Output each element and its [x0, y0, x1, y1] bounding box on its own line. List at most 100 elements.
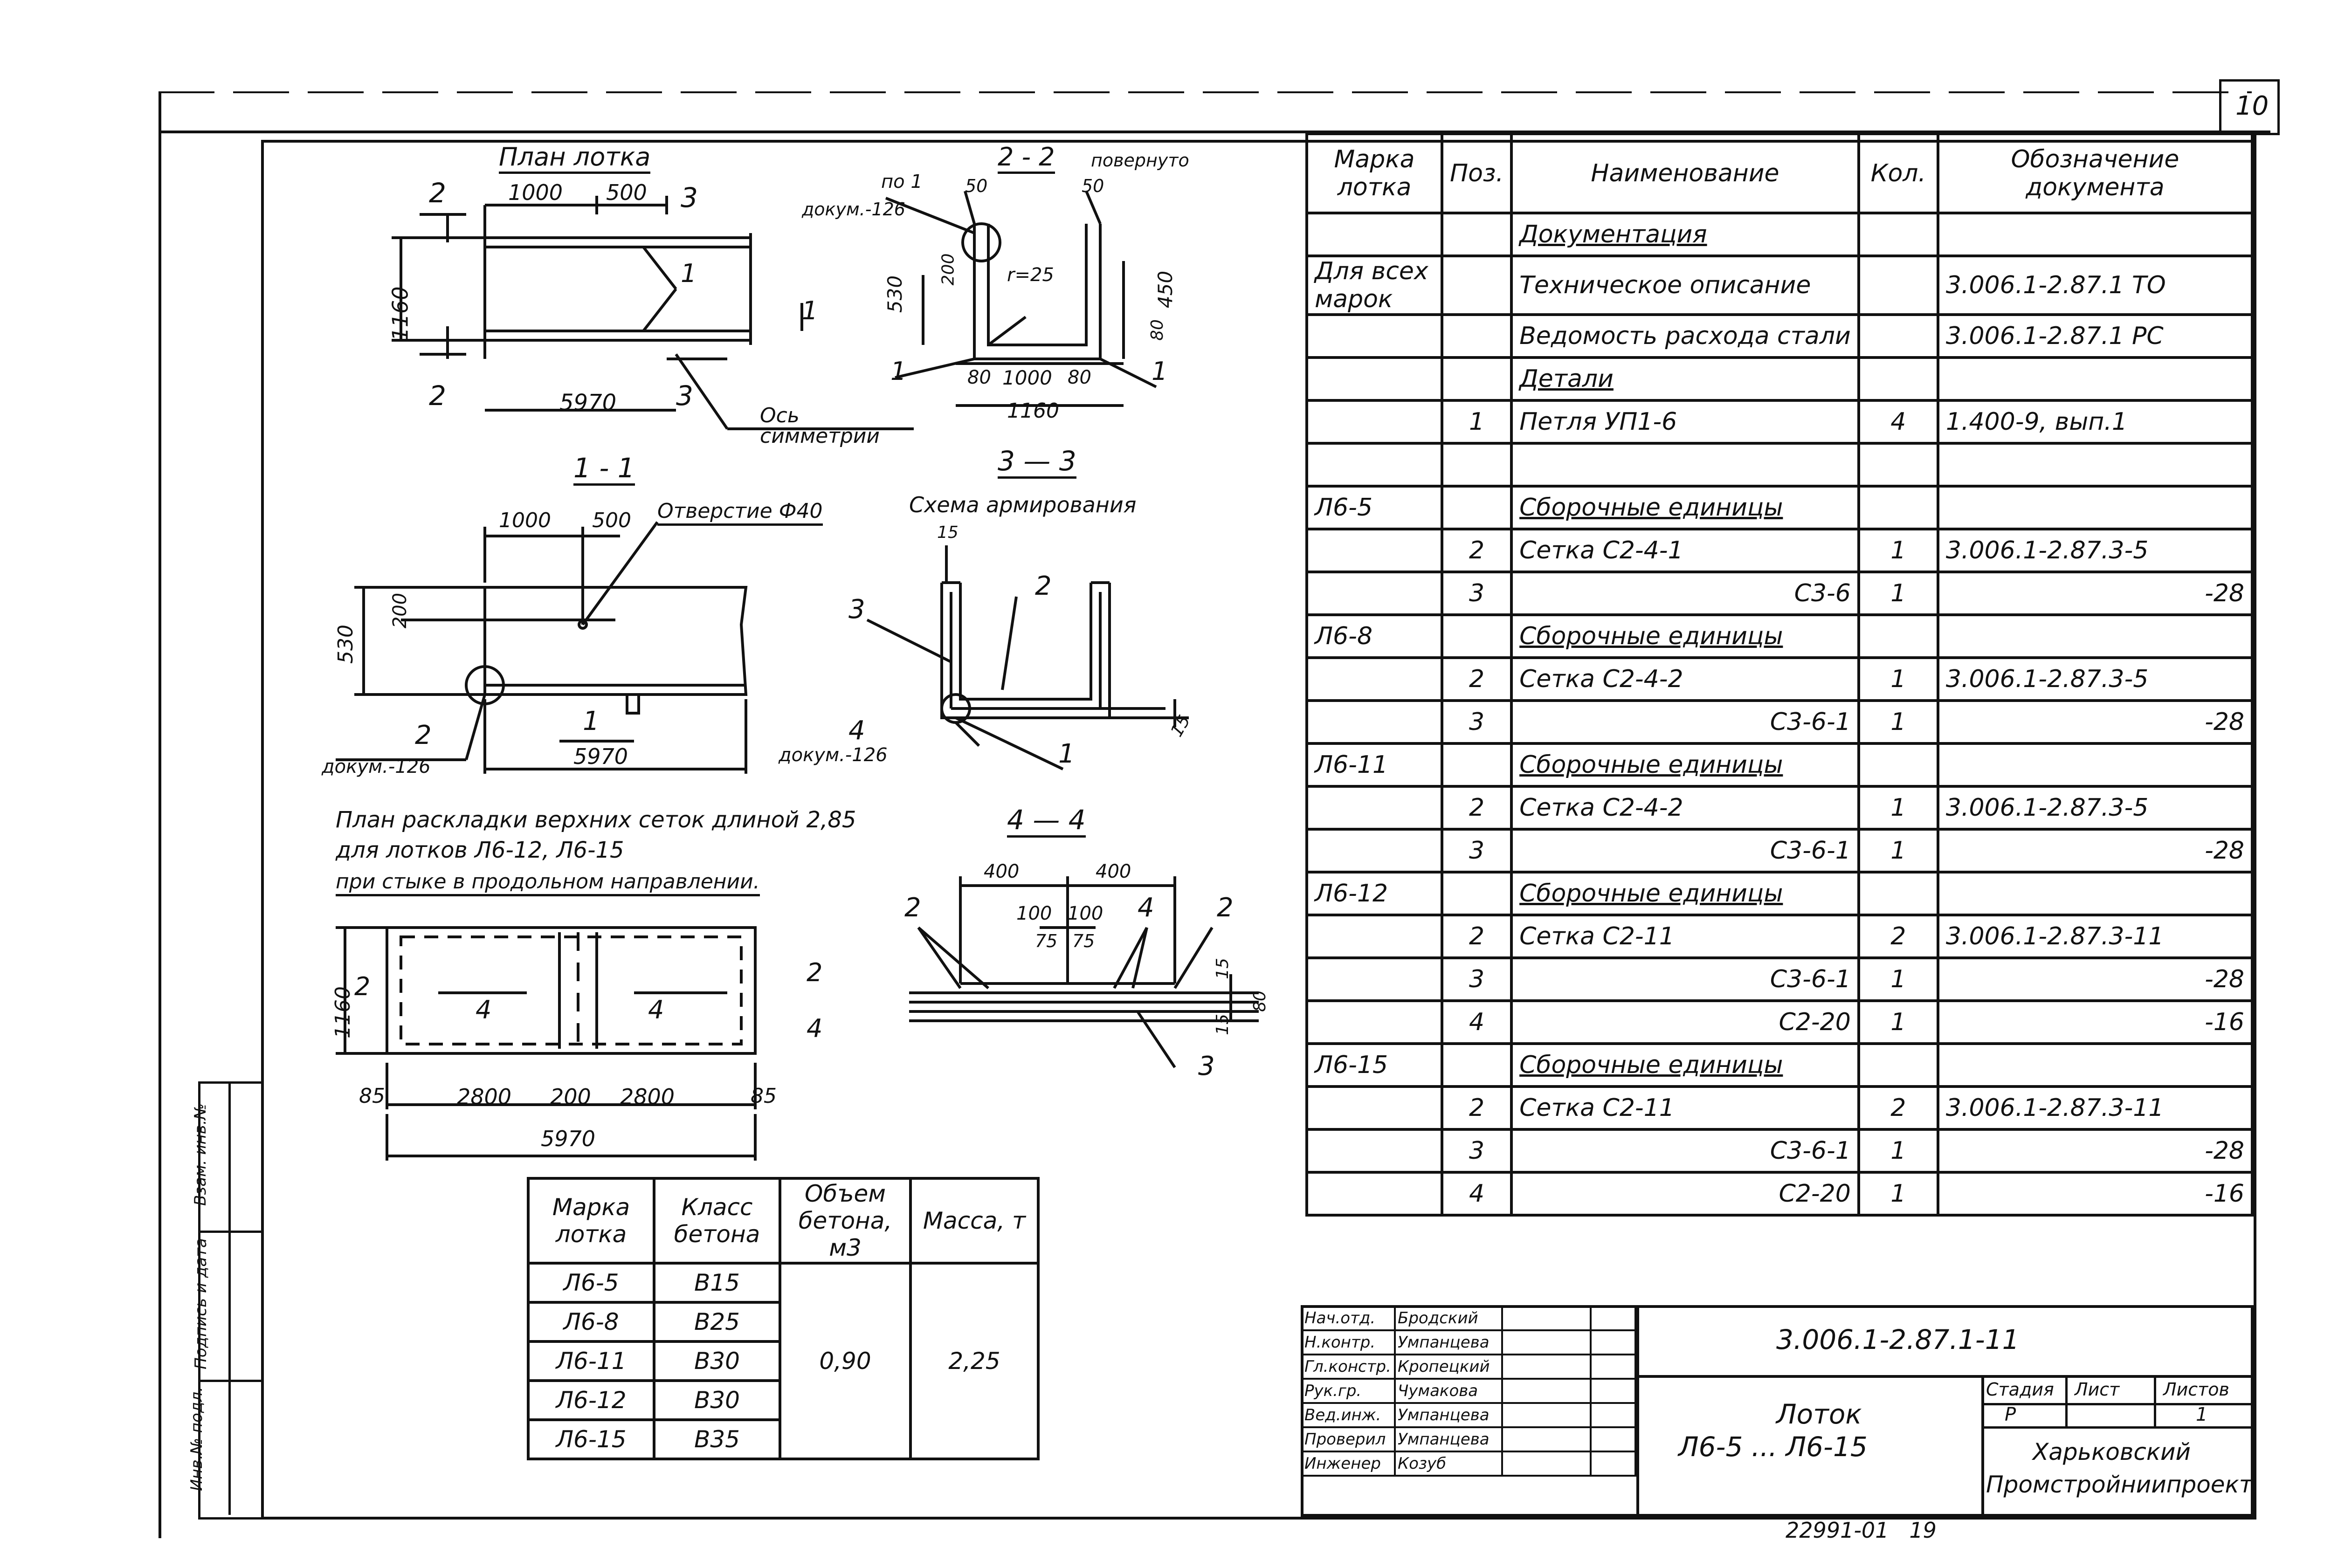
- stamp-person: Умпанцева: [1394, 1402, 1503, 1428]
- spec-cell-mark: [1305, 399, 1443, 445]
- org-2: Промстройниипроект: [1986, 1471, 2253, 1498]
- spec-cell-name: Ведомость расхода стали: [1510, 313, 1860, 359]
- stamp-signature: [1501, 1426, 1592, 1452]
- stamp-row: Н.контр.Умпанцева: [1301, 1329, 1636, 1355]
- spec-cell-mark: [1305, 1085, 1443, 1131]
- spec-row: [1305, 442, 2254, 488]
- spec-cell-mark: [1305, 442, 1443, 488]
- spec-cell-mark: [1305, 212, 1443, 257]
- spec-cell-name: Сборочные единицы: [1510, 1042, 1860, 1088]
- stamp-role: Гл.констр.: [1301, 1354, 1396, 1380]
- doc-name-1: Лоток: [1776, 1398, 1862, 1430]
- spec-cell-doc: [1936, 742, 2254, 788]
- spec-cell-mark: Л6-12: [1305, 871, 1443, 916]
- spec-cell-qty: 1: [1857, 571, 1939, 616]
- stamp-person: Чумакова: [1394, 1378, 1503, 1404]
- s44-title: 4 — 4: [1007, 806, 1086, 838]
- spec-row: Ведомость расхода стали 3.006.1-2.87.1 РС: [1305, 313, 2254, 359]
- spec-cell-name: С3-6-1: [1510, 1128, 1860, 1174]
- spec-cell-name: С3-6-1: [1510, 699, 1860, 745]
- spec-cell-name: [1510, 442, 1860, 488]
- concrete-volume: 0,90: [779, 1262, 912, 1460]
- spec-cell-qty: 2: [1857, 914, 1939, 959]
- stamp-signature: [1501, 1451, 1592, 1477]
- spec-cell-doc: 3.006.1-2.87.1 РС: [1936, 313, 2254, 359]
- frame-top-dashed: [159, 91, 2252, 93]
- spec-cell-qty: 1: [1857, 1128, 1939, 1174]
- spec-cell-qty: [1857, 613, 1939, 659]
- spec-cell-mark: [1305, 1171, 1443, 1217]
- spec-cell-name: Сетка С2-4-2: [1510, 785, 1860, 831]
- plan-title: План лотка: [499, 144, 651, 174]
- spec-cell-mark: [1305, 999, 1443, 1045]
- stamp-signature: [1501, 1329, 1592, 1355]
- stamp-date: [1590, 1402, 1636, 1428]
- spec-hdr-qty: Кол.: [1857, 132, 1939, 214]
- spec-cell-doc: -28: [1936, 571, 2254, 616]
- spec-cell-name: С3-6: [1510, 571, 1860, 616]
- spec-cell-qty: [1857, 742, 1939, 788]
- stamp-role: Проверил: [1301, 1426, 1396, 1452]
- spec-cell-doc: 1.400-9, вып.1: [1936, 399, 2254, 445]
- spec-cell-doc: -16: [1936, 1171, 2254, 1217]
- spec-cell-mark: [1305, 1128, 1443, 1174]
- stamp-date: [1590, 1451, 1636, 1477]
- spec-cell-name: Петля УП1-6: [1510, 399, 1860, 445]
- spec-cell-doc: -28: [1936, 699, 2254, 745]
- spec-cell-doc: [1936, 356, 2254, 402]
- spec-hdr-mark: Марка лотка: [1305, 132, 1443, 214]
- spec-cell-mark: [1305, 656, 1443, 702]
- spec-cell-qty: 2: [1857, 1085, 1939, 1131]
- spec-cell-doc: 3.006.1-2.87.3-11: [1936, 914, 2254, 959]
- frame-right: [2254, 131, 2256, 1520]
- spec-cell-name: Сетка С2-4-2: [1510, 656, 1860, 702]
- stamp-person: Бродский: [1394, 1305, 1503, 1331]
- spec-cell-mark: [1305, 313, 1443, 359]
- spec-cell-qty: 4: [1857, 399, 1939, 445]
- stamp-signature: [1501, 1402, 1592, 1428]
- spec-cell-name: Сборочные единицы: [1510, 613, 1860, 659]
- spec-hdr-pos: Поз.: [1440, 132, 1513, 214]
- spec-cell-qty: [1857, 442, 1939, 488]
- spec-cell-mark: Л6-11: [1305, 742, 1443, 788]
- concrete-table: Марка лотка Класс бетона Объем бетона, м…: [527, 1177, 1040, 1460]
- spec-cell-doc: 3.006.1-2.87.3-5: [1936, 656, 2254, 702]
- s33-title: 3 — 3: [998, 447, 1076, 479]
- stamp-role: Вед.инж.: [1301, 1402, 1396, 1428]
- spec-cell-pos: [1440, 613, 1513, 659]
- frame-inner-left: [261, 140, 264, 1520]
- plan-axis-label: Ось симметрии: [760, 404, 880, 448]
- spec-cell-pos: [1440, 442, 1513, 488]
- spec-cell-qty: [1857, 313, 1939, 359]
- spec-cell-mark: Л6-8: [1305, 613, 1443, 659]
- stamp-row: Вед.инж.Умпанцева: [1301, 1402, 1636, 1428]
- spec-cell-pos: 3: [1440, 699, 1513, 745]
- spec-cell-name: Сетка С2-11: [1510, 1085, 1860, 1131]
- stamp-signature: [1501, 1305, 1592, 1331]
- spec-cell-name: Сетка С2-11: [1510, 914, 1860, 959]
- spec-cell-pos: [1440, 254, 1513, 316]
- stamp-person: Кропецкий: [1394, 1354, 1503, 1380]
- frame-inner-top: [261, 140, 2256, 143]
- spec-cell-name: С3-6-1: [1510, 828, 1860, 873]
- spec-cell-doc: 3.006.1-2.87.3-5: [1936, 528, 2254, 573]
- spec-cell-qty: [1857, 1042, 1939, 1088]
